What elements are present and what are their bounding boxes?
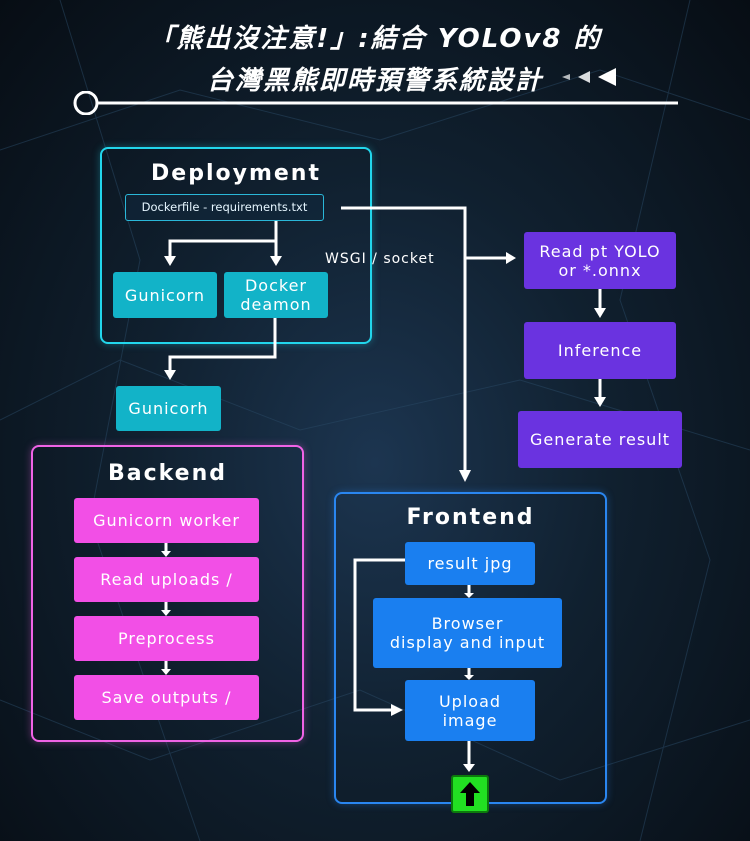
backend-step: Preprocess: [74, 616, 259, 661]
gunicorn-box: Gunicorn: [113, 272, 217, 318]
backend-step: Gunicorn worker: [74, 498, 259, 543]
result-jpg-box: result jpg: [405, 542, 535, 585]
frontend-panel: Frontend: [334, 492, 607, 804]
inference-box: Inference: [524, 322, 676, 379]
upload-button[interactable]: [451, 775, 489, 813]
dockerfile-box: Dockerfile - requirements.txt: [125, 194, 324, 221]
generate-result-box: Generate result: [518, 411, 682, 468]
frontend-title: Frontend: [406, 505, 535, 530]
title-underline: [73, 91, 678, 115]
browser-box[interactable]: Browser display and input: [373, 598, 562, 668]
gunicorh-box: Gunicorh: [116, 386, 221, 431]
backend-step: Read uploads /: [74, 557, 259, 602]
triangle-left-icon: [562, 68, 616, 86]
deployment-title: Deployment: [151, 161, 321, 186]
upload-image-box[interactable]: Upload image: [405, 680, 535, 741]
backend-title: Backend: [107, 461, 228, 486]
backend-step: Save outputs /: [74, 675, 259, 720]
title-line-1: 「熊出沒注意!」:結合 YOLOv8 的: [148, 24, 602, 54]
up-arrow-icon: [460, 782, 480, 806]
wsgi-socket-label: WSGI / socket: [325, 251, 435, 267]
docker-deamon-box: Docker deamon: [224, 272, 328, 318]
title-line-2: 台灣黑熊即時預警系統設計: [206, 66, 543, 96]
backend-panel: Backend: [31, 445, 304, 742]
read-model-box: Read pt YOLO or *.onnx: [524, 232, 676, 289]
